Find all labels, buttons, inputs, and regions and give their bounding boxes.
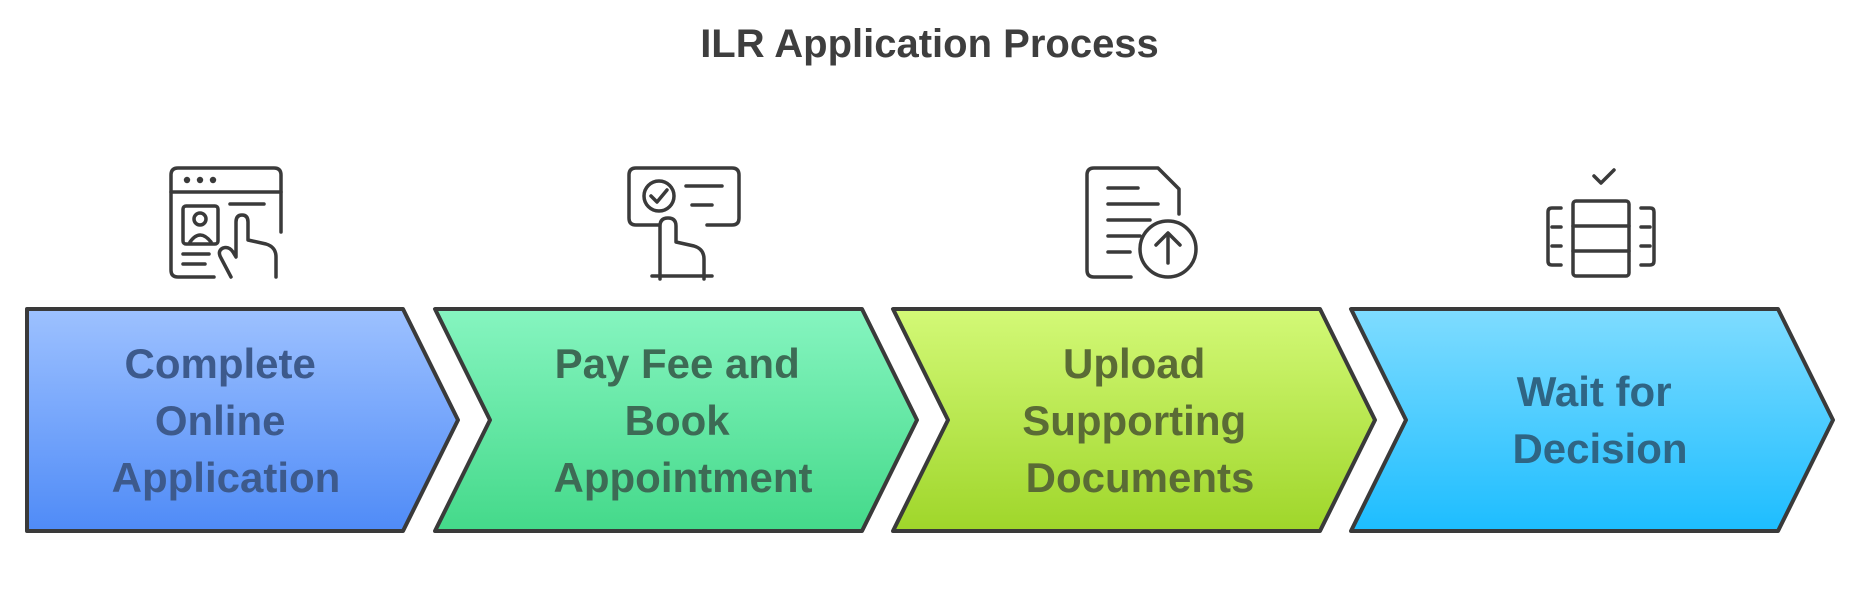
step-4-label-line: Decision — [1512, 425, 1687, 472]
server-check-icon — [1546, 168, 1656, 278]
step-2-label: Pay Fee and Book Appointment — [554, 340, 813, 501]
step-2-label-line: Appointment — [554, 454, 813, 501]
step-1-label-line: Online — [155, 397, 286, 444]
step-3-arrow — [891, 307, 1377, 533]
step-2-arrow — [433, 307, 919, 533]
step-4-arrow — [1349, 307, 1835, 533]
document-upload-icon — [1085, 166, 1198, 279]
step-1-arrow — [25, 307, 460, 533]
step-4-label: Wait for Decision — [1512, 368, 1687, 472]
step-4-label-line: Wait for — [1517, 368, 1672, 415]
step-3-label: Upload Supporting Documents — [1022, 340, 1258, 501]
step-1-label-line: Application — [112, 454, 341, 501]
step-3-label-line: Documents — [1026, 454, 1255, 501]
diagram-title: ILR Application Process — [700, 22, 1159, 66]
payment-card-hand-icon — [627, 166, 741, 281]
step-2-label-line: Book — [625, 397, 731, 444]
step-3-label-line: Supporting — [1022, 397, 1246, 444]
step-1-label-line: Complete — [124, 340, 315, 387]
online-form-touch-icon — [169, 166, 283, 279]
step-2-label-line: Pay Fee and — [555, 340, 800, 387]
step-3-label-line: Upload — [1063, 340, 1205, 387]
step-1-label: Complete Online Application — [112, 340, 341, 501]
